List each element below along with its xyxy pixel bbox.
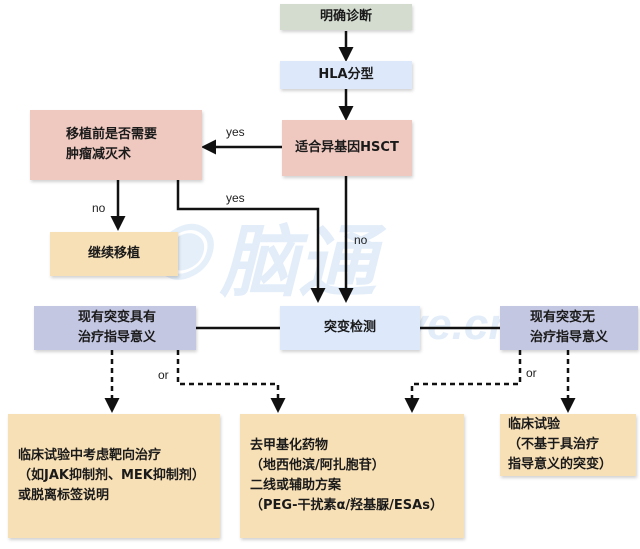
- node-mutation-no-guidance-line-2: 治疗指导意义: [530, 330, 609, 345]
- edge-label-or-2: or: [526, 366, 537, 380]
- node-hypomethylating-line-1: 去甲基化药物: [250, 438, 329, 453]
- node-hypomethylating-line-2: （地西他滨/阿扎胞苷）: [250, 458, 385, 473]
- node-clinical-trial-line-1: 临床试验: [508, 417, 561, 432]
- node-hypomethylating-line-4: （PEG-干扰素α/羟基脲/ESAs）: [250, 498, 443, 513]
- node-targeted-therapy-line-3: 或脱离标签说明: [18, 488, 110, 503]
- node-mutation-test: 突变检测: [280, 306, 420, 350]
- node-continue-transplant: 继续移植: [50, 232, 178, 276]
- node-mutation-test-label: 突变检测: [323, 320, 376, 335]
- edge-guidance-hypo: [176, 350, 286, 413]
- node-targeted-therapy-line-1: 临床试验中考虑靶向治疗: [18, 448, 162, 463]
- node-mutation-guidance-line-2: 治疗指导意义: [78, 330, 157, 345]
- node-mutation-no-guidance: 现有突变无 治疗指导意义: [500, 306, 638, 350]
- node-clinical-trial-line-2: （不基于具治疗: [508, 437, 600, 452]
- edge-label-or-1: or: [158, 368, 169, 382]
- node-mutation-guidance-line-1: 现有突变具有: [78, 310, 157, 325]
- edge-label-no-1: no: [92, 201, 106, 215]
- node-clinical-trial: 临床试验 （不基于具治疗 指导意义的突变）: [500, 414, 636, 476]
- edge-label-yes-1: yes: [226, 125, 245, 139]
- node-clinical-trial-line-3: 指导意义的突变）: [508, 457, 613, 472]
- node-pre-transplant: 移植前是否需要 肿瘤减灭术: [30, 110, 202, 180]
- node-pre-transplant-line-2: 肿瘤减灭术: [66, 147, 132, 162]
- node-targeted-therapy: 临床试验中考虑靶向治疗 （如JAK抑制剂、MEK抑制剂） 或脱离标签说明: [8, 414, 220, 538]
- node-diagnosis: 明确诊断: [280, 4, 412, 30]
- node-targeted-therapy-line-2: （如JAK抑制剂、MEK抑制剂）: [18, 468, 205, 483]
- node-hsct-eligible-label: 适合异基因HSCT: [295, 140, 399, 155]
- node-pre-transplant-line-1: 移植前是否需要: [66, 127, 158, 142]
- node-hla-typing-label: HLA分型: [318, 67, 374, 82]
- edge-noguidance-hypo: [404, 350, 522, 413]
- node-hsct-eligible: 适合异基因HSCT: [282, 120, 412, 176]
- edge-label-yes-2: yes: [226, 191, 245, 205]
- node-diagnosis-label: 明确诊断: [319, 9, 372, 24]
- node-mutation-no-guidance-line-1: 现有突变无: [530, 310, 596, 325]
- edge-label-no-2: no: [354, 233, 368, 247]
- node-hla-typing: HLA分型: [280, 61, 412, 89]
- node-hypomethylating-line-3: 二线或辅助方案: [250, 478, 342, 493]
- edge-pre-mutation: [176, 180, 326, 303]
- node-continue-transplant-label: 继续移植: [87, 246, 140, 261]
- node-mutation-guidance: 现有突变具有 治疗指导意义: [34, 306, 196, 350]
- node-hypomethylating: 去甲基化药物 （地西他滨/阿扎胞苷） 二线或辅助方案 （PEG-干扰素α/羟基脲…: [240, 414, 464, 538]
